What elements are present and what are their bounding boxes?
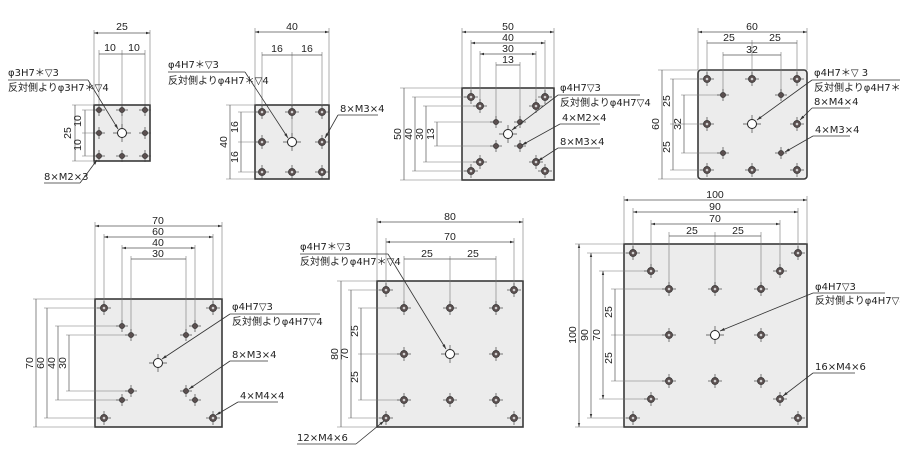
dim-h-30: 30 xyxy=(152,248,164,260)
dim-h-40: 40 xyxy=(502,32,514,44)
dim-height: 25 xyxy=(62,127,74,139)
dim-height: 70 xyxy=(24,357,36,369)
note-pin-hole-reverse: 反対側よりφ4H7＊▽4 xyxy=(814,81,900,94)
dim-h-1: 25 xyxy=(421,248,433,260)
dim-width: 60 xyxy=(746,21,758,33)
panel-40: 40 16 16 40 16 16 φ4H7＊▽3 反対側よりφ4H7＊▽4 8… xyxy=(168,21,384,180)
dim-h-70: 70 xyxy=(709,213,721,225)
dim-v-13: 13 xyxy=(425,128,437,140)
panel-80: 80 70 25 25 80 70 25 25 φ4H7＊▽3 xyxy=(297,211,524,445)
dim-h-2: 16 xyxy=(301,43,313,55)
note-tapped-holes: 4×M4×4 xyxy=(240,391,284,402)
dim-h-1: 25 xyxy=(723,32,735,44)
note-pin-hole: φ4H7＊▽ 3 xyxy=(814,68,868,79)
note-pin-hole-reverse: 反対側よりφ4H7▽4 xyxy=(560,96,651,109)
dim-width: 25 xyxy=(116,21,128,33)
dim-v-2: 25 xyxy=(349,371,361,383)
note-pin-hole: φ4H7▽3 xyxy=(560,83,601,94)
dim-v-2: 16 xyxy=(229,151,241,163)
note-pin-hole-reverse: 反対側よりφ4H7▽4 xyxy=(815,294,900,307)
dim-h-2: 10 xyxy=(128,42,140,54)
dim-h-1: 16 xyxy=(271,43,283,55)
dim-v-40: 40 xyxy=(403,128,415,140)
note-tapped-holes: 16×M4×6 xyxy=(815,362,866,373)
note-tapped-holes: 8×M2×3 xyxy=(44,172,88,183)
dim-v-40: 40 xyxy=(46,357,58,369)
panel-70: 70 60 40 30 70 60 40 30 xyxy=(24,215,323,428)
note-pin-hole: φ3H7＊▽3 xyxy=(8,68,59,79)
dim-v-2: 25 xyxy=(661,141,673,153)
dim-h-40: 40 xyxy=(152,237,164,249)
dim-v-90: 90 xyxy=(579,329,591,341)
dim-v-1: 10 xyxy=(72,115,84,127)
dim-height: 100 xyxy=(567,326,579,344)
dim-v-2: 25 xyxy=(603,352,615,364)
dim-v-32: 32 xyxy=(672,118,684,130)
dim-v-2: 10 xyxy=(72,139,84,151)
note-small-tapped-holes: 4×M2×4 xyxy=(562,113,606,124)
dim-v-1: 16 xyxy=(229,121,241,133)
note-tapped-holes: 8×M4×4 xyxy=(814,97,858,108)
dim-h-60: 60 xyxy=(152,226,164,238)
dim-width: 40 xyxy=(286,21,298,33)
dim-width: 100 xyxy=(706,189,724,201)
dim-h-1: 25 xyxy=(686,225,698,237)
note-pin-hole-reverse: 反対側よりφ4H7＊▽4 xyxy=(168,74,269,87)
note-tapped-holes: 8×M3×4 xyxy=(340,104,384,115)
dim-height: 40 xyxy=(218,136,230,148)
dim-h-90: 90 xyxy=(709,201,721,213)
dim-v-70: 70 xyxy=(339,348,351,360)
dim-height: 60 xyxy=(650,118,662,130)
dim-height: 80 xyxy=(329,348,341,360)
dim-v-1: 25 xyxy=(349,325,361,337)
note-small-tapped-holes: 4×M3×4 xyxy=(815,125,859,136)
note-pin-hole: φ4H7▽3 xyxy=(232,302,273,313)
dim-v-30: 30 xyxy=(57,357,69,369)
dim-h-30: 30 xyxy=(502,43,514,55)
dim-h-32: 32 xyxy=(746,44,758,56)
note-pin-hole: φ4H7▽3 xyxy=(815,282,856,293)
dim-h-1: 10 xyxy=(104,42,116,54)
dim-height: 50 xyxy=(392,128,404,140)
note-small-tapped-holes: 8×M3×4 xyxy=(232,350,276,361)
note-pin-hole: φ4H7＊▽3 xyxy=(300,242,351,253)
dim-v-1: 25 xyxy=(603,306,615,318)
note-tapped-holes: 8×M3×4 xyxy=(560,137,604,148)
panel-25: 25 10 10 25 10 10 φ3H7＊▽3 反対側よりφ3H7＊▽4 8… xyxy=(8,21,152,184)
dim-v-30: 30 xyxy=(414,128,426,140)
dim-h-13: 13 xyxy=(502,54,514,66)
dim-width: 80 xyxy=(444,211,456,223)
dim-h-2: 25 xyxy=(467,248,479,260)
panel-100: 100 90 70 25 25 100 90 70 25 25 xyxy=(567,189,900,428)
dim-width: 50 xyxy=(502,21,514,33)
note-tapped-holes: 12×M4×6 xyxy=(297,433,348,444)
note-pin-hole-reverse: 反対側よりφ4H7＊▽4 xyxy=(300,255,401,268)
dim-h-2: 25 xyxy=(769,32,781,44)
note-pin-hole-reverse: 反対側よりφ3H7＊▽4 xyxy=(8,81,109,94)
dim-v-60: 60 xyxy=(35,357,47,369)
dim-h-2: 25 xyxy=(732,225,744,237)
dim-width: 70 xyxy=(152,215,164,227)
dim-v-1: 25 xyxy=(661,95,673,107)
dim-h-70: 70 xyxy=(444,231,456,243)
dim-v-70: 70 xyxy=(591,329,603,341)
panel-50: 50 40 30 13 50 40 30 13 xyxy=(392,21,651,181)
panel-60: 60 25 25 32 60 25 25 32 φ4H7＊▽ 3 xyxy=(650,21,900,180)
note-pin-hole: φ4H7＊▽3 xyxy=(168,60,219,71)
note-pin-hole-reverse: 反対側よりφ4H7▽4 xyxy=(232,315,323,328)
